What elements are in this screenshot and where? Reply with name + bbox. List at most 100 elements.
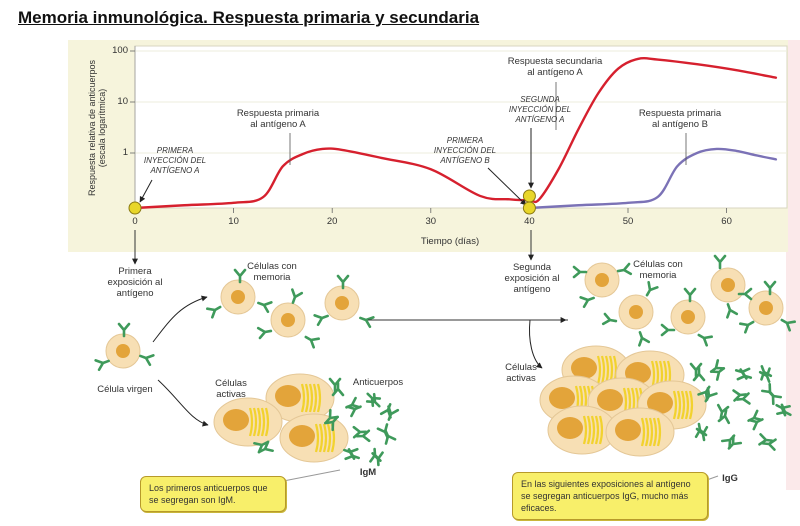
x-tick-label: 20 bbox=[326, 216, 338, 227]
igg-antibody-icon bbox=[747, 409, 763, 422]
nucleus bbox=[557, 417, 583, 439]
injection-marker-0 bbox=[128, 201, 142, 215]
er-membrane bbox=[680, 390, 686, 420]
er-membrane bbox=[322, 423, 328, 453]
nucleus bbox=[681, 310, 695, 324]
igm-antibody-icon bbox=[345, 396, 361, 409]
er-membrane bbox=[316, 383, 322, 413]
er-membrane bbox=[582, 415, 588, 445]
antibody-icon bbox=[572, 265, 588, 279]
er-membrane bbox=[600, 355, 606, 385]
antibody-icon bbox=[233, 268, 247, 284]
antibody-icon bbox=[291, 288, 304, 304]
memory-cells-label-2: Células con memoria bbox=[633, 259, 683, 281]
igm-antibody-icon bbox=[371, 451, 384, 467]
arrow-first-injection-b bbox=[487, 167, 527, 206]
antibody-icon bbox=[257, 301, 273, 314]
nucleus bbox=[647, 392, 673, 414]
active-cells-label-1: Células activas bbox=[215, 378, 247, 400]
arrow-to-active-cells bbox=[157, 379, 209, 427]
x-tick-label: 40 bbox=[524, 216, 535, 227]
antibody-icon bbox=[336, 274, 350, 290]
arrow-first-injection-a bbox=[139, 179, 153, 203]
antibody-icon bbox=[117, 322, 131, 338]
second-exposure-label: Segunda exposición al antígeno bbox=[504, 262, 560, 295]
igg-antibody-icon bbox=[735, 392, 751, 405]
igg-antibody-icon bbox=[692, 366, 706, 382]
er-membrane bbox=[248, 407, 254, 437]
arrow-to-active-cells-2 bbox=[529, 319, 543, 369]
antibody-icon bbox=[660, 323, 676, 337]
x-tick-label: 0 bbox=[132, 216, 138, 227]
antibody-icon bbox=[726, 303, 739, 319]
plot-area bbox=[134, 45, 788, 209]
antibody-icon bbox=[713, 254, 727, 270]
igg-antibody-icon bbox=[776, 403, 792, 417]
igm-antibody-icon bbox=[331, 381, 345, 397]
x-tick-label: 50 bbox=[622, 216, 634, 227]
er-membrane bbox=[264, 407, 270, 437]
page-title: Memoria inmunológica. Respuesta primaria… bbox=[18, 8, 480, 27]
antibody-icon bbox=[94, 359, 110, 372]
y-tick-label: 10 bbox=[117, 96, 128, 107]
page-margin-strip bbox=[786, 40, 800, 490]
igg-antibody-icon bbox=[736, 368, 753, 381]
igg-antibody-icon bbox=[695, 425, 709, 442]
er-membrane bbox=[676, 390, 682, 420]
annotation-primary-response-b: Respuesta primaria al antígeno B bbox=[638, 108, 722, 130]
antibody-icon bbox=[304, 335, 320, 349]
antibody-icon bbox=[683, 287, 697, 303]
memory-cells-label-1: Células con memoria bbox=[247, 261, 297, 283]
er-membrane bbox=[594, 415, 600, 445]
injection-marker-2 bbox=[522, 189, 536, 203]
antibodies-label: Anticuerpos bbox=[352, 377, 404, 388]
naive-cell-label: Célula virgen bbox=[97, 384, 153, 395]
nucleus bbox=[281, 313, 295, 327]
nucleus bbox=[597, 389, 623, 411]
er-membrane bbox=[652, 417, 658, 447]
igm-label: IgM bbox=[359, 467, 377, 478]
igg-label: IgG bbox=[722, 473, 738, 484]
annotation-first-injection-a: PRIMERA INYECCIÓN DEL ANTÍGENO A bbox=[143, 146, 207, 175]
igm-antibody-icon bbox=[387, 405, 400, 421]
y-tick-label: 100 bbox=[112, 45, 128, 56]
igg-antibody-icon bbox=[727, 434, 743, 450]
igm-antibody-icon bbox=[379, 403, 392, 419]
igg-antibody-icon bbox=[709, 359, 726, 373]
series-line-antigen-b bbox=[528, 147, 778, 210]
er-membrane bbox=[684, 390, 690, 420]
igm-antibody-icon bbox=[323, 416, 339, 432]
nucleus bbox=[223, 409, 249, 431]
antibody-icon bbox=[763, 280, 777, 296]
igg-antibody-icon bbox=[717, 408, 731, 425]
nucleus bbox=[275, 385, 301, 407]
er-membrane bbox=[656, 417, 662, 447]
annotation-primary-response-a: Respuesta primaria al antígeno A bbox=[236, 108, 320, 130]
er-membrane bbox=[596, 355, 602, 385]
igm-antibody-icon bbox=[384, 429, 397, 445]
annotation-second-injection-a: SEGUNDA INYECCIÓN DEL ANTÍGENO A bbox=[508, 95, 572, 124]
er-membrane bbox=[252, 407, 258, 437]
x-tick-label: 10 bbox=[228, 216, 239, 227]
er-membrane bbox=[260, 407, 266, 437]
nucleus bbox=[721, 278, 735, 292]
er-membrane bbox=[644, 417, 650, 447]
antibody-icon bbox=[206, 305, 222, 319]
callout-igm: Los primeros anticuerpos que se segregan… bbox=[140, 476, 286, 512]
antibody-icon bbox=[737, 287, 753, 301]
er-membrane bbox=[586, 415, 592, 445]
callout-igg: En las siguientes exposiciones al antíge… bbox=[512, 472, 708, 520]
y-tick-label: 1 bbox=[122, 147, 128, 158]
nucleus bbox=[759, 301, 773, 315]
er-membrane bbox=[312, 383, 318, 413]
x-tick-label: 30 bbox=[425, 216, 437, 227]
igg-antibody-icon bbox=[767, 390, 783, 406]
er-membrane bbox=[256, 407, 262, 437]
er-membrane bbox=[590, 415, 596, 445]
antibody-icon bbox=[313, 314, 329, 327]
antibody-icon bbox=[638, 331, 651, 347]
x-tick-label: 60 bbox=[721, 216, 732, 227]
nucleus bbox=[549, 387, 575, 409]
annotation-first-injection-b: PRIMERA INYECCIÓN DEL ANTÍGENO B bbox=[433, 136, 497, 165]
